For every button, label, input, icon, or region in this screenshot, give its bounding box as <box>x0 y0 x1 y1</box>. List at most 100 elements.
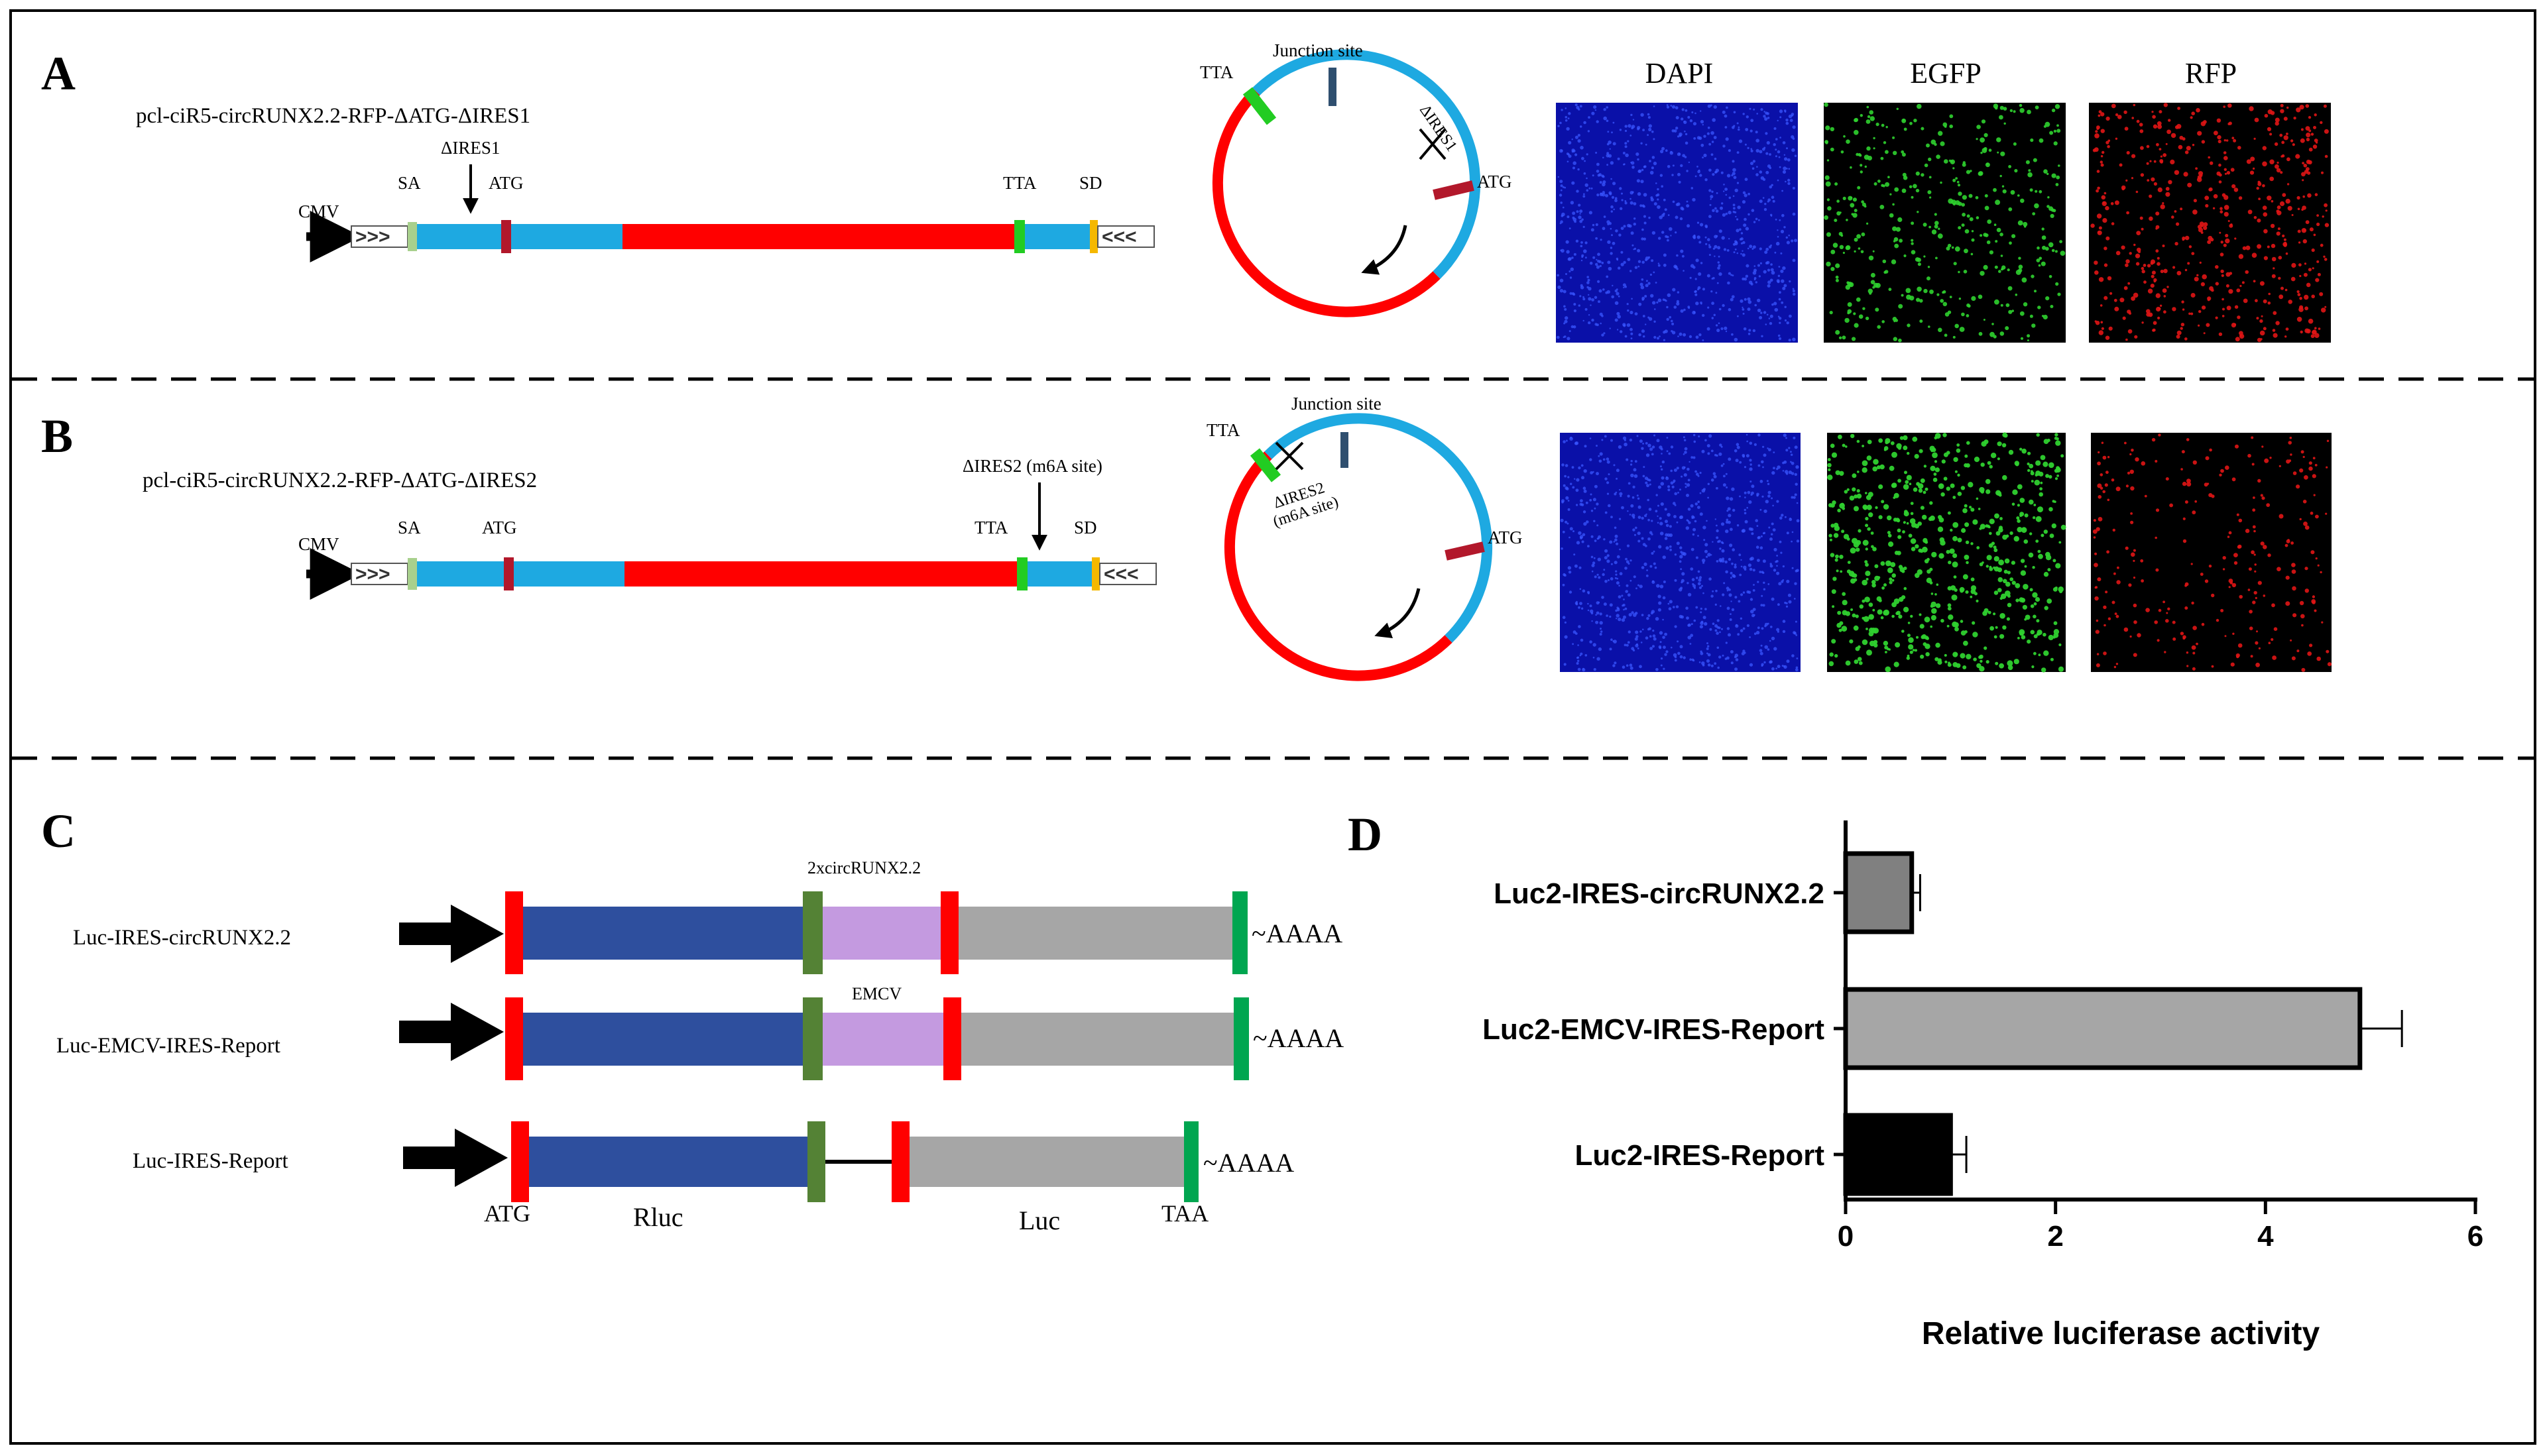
row-2-rluc <box>523 1013 803 1066</box>
row-1-label: Luc-IRES-circRUNX2.2 <box>73 926 291 950</box>
circle-b-atg-label: ATG <box>1488 528 1523 547</box>
row-3-stop <box>807 1121 825 1202</box>
panel-a-letter: A <box>41 47 76 100</box>
chart-x-tick-label-1: 0 <box>1838 1220 1854 1253</box>
img-b-rfp-cells <box>2092 433 2332 672</box>
deletion-label-a: ΔIRES1 <box>441 138 500 158</box>
row-2-stop <box>803 997 823 1080</box>
circle-b-junction-label: Junction site <box>1291 394 1382 414</box>
img-a-egfp-cells <box>1824 102 2066 343</box>
panel-d: D Luc2-IRES-circRUNX2.2Luc2-EMCV-IRES-Re… <box>1348 808 2483 1351</box>
chart-x-tick-label-4: 6 <box>2467 1220 2483 1253</box>
circle-b-red-arc <box>1224 451 1452 681</box>
sd-label-a: SD <box>1079 173 1102 193</box>
sa-site-b <box>408 558 417 590</box>
svg-text:>>>: >>> <box>355 226 390 248</box>
img-a-egfp-title: EGFP <box>1910 57 1982 89</box>
figure-border <box>9 9 2536 1445</box>
chart-bar-1 <box>1843 851 1915 934</box>
img-a-rfp-title: RFP <box>2185 57 2237 89</box>
chart-x-tick-label-3: 4 <box>2257 1220 2274 1253</box>
row-1-luc-atg <box>941 891 959 974</box>
row-2-arrow <box>399 1003 504 1061</box>
img-b-egfp-cells <box>1827 432 2066 673</box>
exon-left-a <box>417 224 622 249</box>
itr-left-a <box>351 225 408 248</box>
atg-site-b <box>504 557 514 590</box>
img-a-egfp <box>1824 103 2066 343</box>
construct-a-name: pcl-ciR5-circRUNX2.2-RFP-ΔATG-ΔIRES1 <box>136 104 530 128</box>
img-a-dapi-cells <box>1557 103 1797 342</box>
sa-label-b: SA <box>398 518 421 537</box>
svg-text:<<<: <<< <box>1104 563 1139 585</box>
row-3-tail: ~AAAA <box>1203 1148 1294 1178</box>
row-2-insert-label: EMCV <box>852 984 902 1003</box>
taa-label: TAA <box>1161 1200 1209 1227</box>
panel-b: B pcl-ciR5-circRUNX2.2-RFP-ΔATG-ΔIRES2 C… <box>41 394 2332 681</box>
row-2-luc-atg <box>943 997 961 1080</box>
exon-right-a <box>1018 224 1091 249</box>
row-3-atg <box>511 1121 529 1202</box>
deletion-label-b: ΔIRES2 (m6A site) <box>963 456 1102 476</box>
atg-label-c: ATG <box>484 1200 530 1227</box>
row-1-rluc <box>523 907 803 960</box>
panel-a: A pcl-ciR5-circRUNX2.2-RFP-ΔATG-ΔIRES1 C… <box>41 40 2331 343</box>
circle-a-direction-arrow <box>1361 225 1407 275</box>
sd-site-b <box>1092 557 1100 590</box>
row-3-taa <box>1184 1121 1199 1202</box>
chart-d: Luc2-IRES-circRUNX2.2Luc2-EMCV-IRES-Repo… <box>1482 820 2483 1351</box>
rfp-region-b <box>624 561 1020 587</box>
tta-label-a: TTA <box>1003 173 1037 193</box>
cmv-label-a: CMV <box>298 201 339 221</box>
sd-site-a <box>1090 220 1098 253</box>
row-3-arrow <box>403 1129 508 1187</box>
chart-x-tick-label-2: 2 <box>2047 1220 2063 1253</box>
exon-left-b <box>417 561 624 587</box>
panel-c-letter: C <box>41 805 76 858</box>
atg-label-a: ATG <box>489 173 524 193</box>
sa-site-a <box>408 222 417 251</box>
row-3-luc <box>910 1137 1184 1187</box>
chart-bar-3 <box>1843 1113 1953 1196</box>
circle-a-cyan-arc <box>1252 49 1481 279</box>
construct-b-name: pcl-ciR5-circRUNX2.2-RFP-ΔATG-ΔIRES2 <box>143 469 537 492</box>
tta-site-b <box>1017 557 1028 590</box>
panel-d-letter: D <box>1348 808 1382 861</box>
circle-a-deletion-cross <box>1419 128 1447 160</box>
rluc-label: Rluc <box>633 1202 683 1232</box>
panel-c: C Luc-IRES-circRUNX2.2 ~AAAA 2xcircRUNX2… <box>41 805 1344 1235</box>
row-2-luc <box>961 1013 1234 1066</box>
svg-text:>>>: >>> <box>355 563 390 585</box>
img-a-dapi-title: DAPI <box>1645 57 1714 89</box>
img-b-dapi-cells <box>1560 433 1800 672</box>
row-3-rluc <box>529 1137 807 1187</box>
circle-b-cyan-arc <box>1264 413 1493 643</box>
circle-b-tta-mark <box>1250 448 1281 482</box>
circle-a-tta-label: TTA <box>1200 62 1234 82</box>
chart-x-label: Relative luciferase activity <box>1922 1316 2320 1351</box>
svg-text:<<<: <<< <box>1102 226 1137 248</box>
chart-bar-2 <box>1843 987 2363 1070</box>
chart-category-label-3: Luc2-IRES-Report <box>1575 1139 1825 1172</box>
row-2-taa <box>1234 997 1249 1080</box>
row-1-luc <box>959 907 1232 960</box>
atg-label-b: ATG <box>482 518 517 537</box>
circle-a-junction-label: Junction site <box>1273 40 1363 60</box>
row-2-insert <box>823 1013 943 1066</box>
circle-a-atg-label: ATG <box>1477 172 1512 192</box>
tta-site-a <box>1014 220 1025 253</box>
atg-site-a <box>501 220 511 253</box>
img-a-dapi <box>1556 103 1798 343</box>
img-a-rfp <box>2089 103 2331 343</box>
row-1-tail: ~AAAA <box>1252 919 1342 948</box>
chart-category-label-1: Luc2-IRES-circRUNX2.2 <box>1494 877 1824 910</box>
circle-a-tta-mark <box>1242 87 1277 125</box>
sa-label-a: SA <box>398 173 421 193</box>
circle-b-deletion-cross <box>1275 441 1304 471</box>
row-1-taa <box>1232 891 1248 974</box>
row-2-label: Luc-EMCV-IRES-Report <box>56 1034 280 1058</box>
circle-b-atg-mark <box>1445 541 1485 561</box>
circle-a-red-arc <box>1212 87 1441 317</box>
circle-a-atg-mark <box>1433 180 1474 200</box>
